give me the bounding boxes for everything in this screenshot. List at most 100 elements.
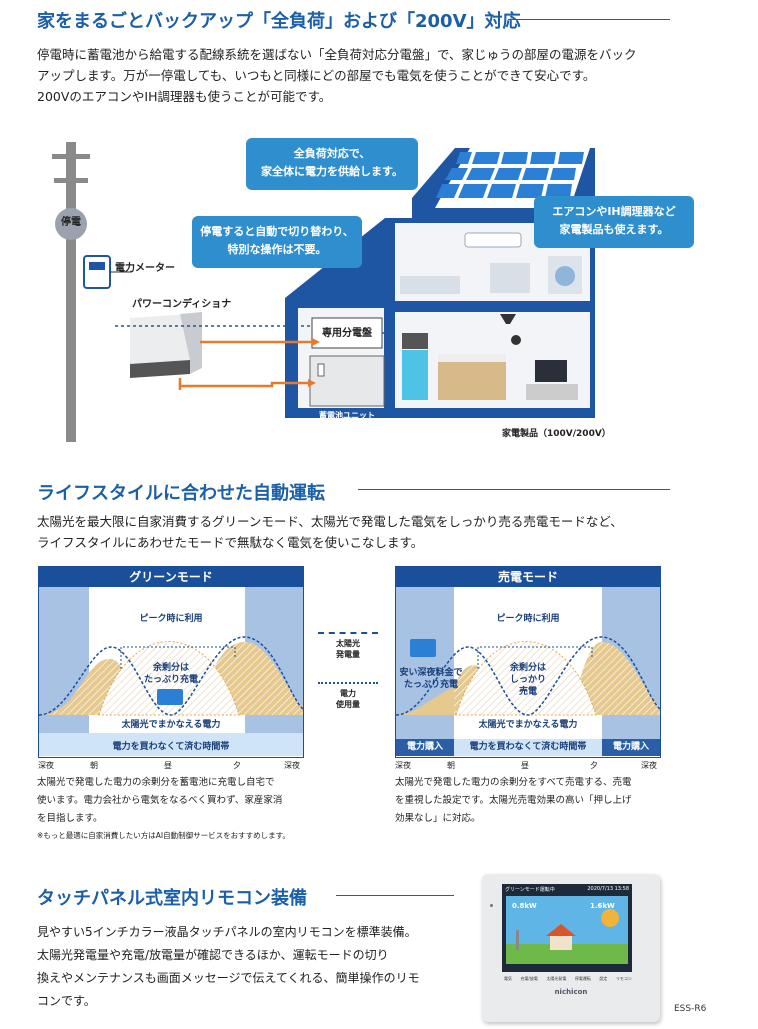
section1-line: 停電時に蓄電池から給電する配線系統を選ばない「全負荷対応分電盤」で、家じゅうの部… — [37, 47, 637, 62]
remote-screen: グリーンモード運転中 2020/7/13 13:58 0.8kW 1.6kW — [502, 884, 632, 972]
sell-desc-line: を重視した設定です。太陽光売電効果の高い「押し上げ — [395, 795, 632, 806]
sell-surplus-label: 余剰分は しっかり 売電 — [496, 662, 560, 698]
remote-button[interactable]: 停電運転 — [574, 976, 591, 981]
remote-house-icon — [506, 909, 628, 964]
sell-mode-panel: 売電モード ピーク時に利用 安い深夜料金で たっぷり充電 余剰分は しっかり 売… — [395, 566, 661, 758]
legend-usage-line — [318, 682, 378, 684]
green-mode-header: グリーンモード — [39, 567, 303, 587]
sell-bar-right: 電力購入 — [602, 739, 660, 756]
bubble-full-load-line: 全負荷対応で、 — [293, 147, 371, 160]
house-illustration — [52, 142, 595, 442]
sell-time: 昼 — [521, 761, 529, 770]
green-time: 昼 — [164, 761, 172, 770]
section3-body: 見やすい5インチカラー液晶タッチパネルの室内リモコンを標準装備。 太陽光発電量や… — [37, 921, 477, 1013]
meter-label: 電力メーター — [115, 263, 175, 274]
section2-line: 太陽光を最大限に自家消費するグリーンモード、太陽光で発電した電気をしっかり売る売… — [37, 514, 623, 529]
legend-solar: 太陽光 発電量 — [318, 638, 378, 660]
section2-body: 太陽光を最大限に自家消費するグリーンモード、太陽光で発電した電気をしっかり売る売… — [37, 511, 727, 553]
green-desc-line: 太陽光で発電した電力の余剰分を蓄電池に充電し自宅で — [37, 777, 275, 788]
bubble-switch-line: 特別な操作は不要。 — [227, 243, 327, 256]
remote-button[interactable]: 電気 — [504, 976, 512, 981]
legend-solar-text: 発電量 — [336, 650, 360, 659]
remote-screen-title: グリーンモード運転中 — [505, 887, 555, 893]
green-mode-chart — [39, 587, 303, 739]
sell-bar-left: 電力購入 — [396, 739, 454, 756]
remote-screen-display: 0.8kW 1.6kW — [506, 896, 628, 964]
section2-line: ライフスタイルにあわせたモードで無駄なく電気を使いこなします。 — [37, 535, 424, 550]
remote-button[interactable]: リモコン — [615, 976, 632, 981]
outage-label: 停電 — [61, 217, 81, 228]
sell-mode-header: 売電モード — [396, 567, 660, 587]
legend: 太陽光 発電量 電力 使用量 — [318, 632, 388, 710]
sell-time: 夕 — [590, 761, 598, 770]
section2-title: ライフスタイルに合わせた自動運転 — [37, 483, 325, 504]
section1-title: 家をまるごとバックアップ「全負荷」および「200V」対応 — [37, 11, 521, 32]
sell-time: 朝 — [447, 761, 455, 770]
legend-usage-text: 電力 — [340, 689, 356, 698]
bubble-appliances: エアコンやIH調理器など 家電製品も使えます。 — [534, 196, 694, 248]
sell-night-charge-line: たっぷり充電 — [403, 680, 458, 690]
green-desc: 太陽光で発電した電力の余剰分を蓄電池に充電し自宅で 使います。電力会社から電気を… — [37, 774, 317, 828]
bubble-full-load-line: 家全体に電力を供給します。 — [261, 165, 403, 178]
section3-title: タッチパネル式室内リモコン装備 — [37, 888, 307, 909]
green-mode-panel: グリーンモード ピーク時に利用 余剰分は たっぷり充電 太陽光でまかなえる電力 … — [38, 566, 304, 758]
green-surplus-line: たっぷり充電 — [143, 675, 198, 685]
remote-gen-value: 0.8kW — [512, 902, 537, 910]
section1-body: 停電時に蓄電池から給電する配線系統を選ばない「全負荷対応分電盤」で、家じゅうの部… — [37, 44, 727, 107]
green-time: 深夜 — [284, 761, 300, 770]
appliances-label: 家電製品（100V/200V） — [502, 429, 611, 439]
green-note: ※もっと最適に自家消費したい方はAI自動制御サービスをおすすめします。 — [37, 831, 290, 840]
remote-button[interactable]: 充電/放電 — [520, 976, 538, 981]
section3-line: 太陽光発電量や充電/放電量が確認できるほか、運転モードの切り — [37, 948, 389, 962]
green-peak-label: ピーク時に利用 — [139, 614, 203, 624]
green-covered-label: 太陽光でまかなえる電力 — [121, 720, 221, 730]
section1-rule — [508, 19, 670, 20]
section1-line: 200VのエアコンやIH調理器も使うことが可能です。 — [37, 89, 332, 104]
section3-rule — [336, 895, 454, 896]
model-label: ESS-R6 — [674, 1004, 707, 1014]
legend-solar-line — [318, 632, 378, 634]
section3-line: コンです。 — [37, 994, 96, 1008]
remote-screen-date: 2020/7/13 13:58 — [587, 886, 629, 892]
legend-usage: 電力 使用量 — [318, 688, 378, 710]
sell-desc: 太陽光で発電した電力の余剰分をすべて売電する、売電 を重視した設定です。太陽光売… — [395, 774, 675, 828]
green-time: 深夜 — [38, 761, 54, 770]
bubble-switch: 停電すると自動で切り替わり、 特別な操作は不要。 — [192, 216, 362, 268]
remote-controller: グリーンモード運転中 2020/7/13 13:58 0.8kW 1.6kW 電… — [482, 874, 660, 1022]
bubble-switch-line: 停電すると自動で切り替わり、 — [200, 225, 354, 238]
green-times: 深夜 朝 昼 夕 深夜 — [38, 760, 304, 772]
remote-button[interactable]: 太陽光発電 — [546, 976, 567, 981]
section2-rule — [358, 489, 670, 490]
sell-desc-line: 太陽光で発電した電力の余剰分をすべて売電する、売電 — [395, 777, 632, 788]
section3-line: 換えやメンテナンスも画面メッセージで伝えてくれる、簡単操作のリモ — [37, 971, 420, 985]
sell-time: 深夜 — [395, 761, 411, 770]
section3-line: 見やすい5インチカラー液晶タッチパネルの室内リモコンを標準装備。 — [37, 925, 417, 939]
legend-solar-text: 太陽光 — [336, 639, 360, 648]
sell-desc-line: 効果なし」に対応。 — [395, 813, 481, 824]
remote-use-value: 1.6kW — [590, 902, 615, 910]
bubble-full-load: 全負荷対応で、 家全体に電力を供給します。 — [246, 138, 418, 190]
section1-line: アップします。万が一停電しても、いつもと同様にどの部屋でも電気を使うことができて… — [37, 68, 596, 83]
sell-bar-mid: 電力を買わなくて済む時間帯 — [454, 739, 602, 756]
remote-button-row: 電気 充電/放電 太陽光発電 停電運転 設定 リモコン — [504, 976, 632, 982]
remote-brand: nichicon — [554, 988, 588, 996]
sell-night-charge-line: 安い深夜料金で — [399, 668, 463, 678]
green-bar: 電力を買わなくて済む時間帯 — [39, 739, 303, 756]
sell-times: 深夜 朝 昼 夕 深夜 — [395, 760, 661, 772]
green-desc-line: 使います。電力会社から電気をなるべく買わず、家産家消 — [37, 795, 283, 806]
bubble-appliances-line: エアコンやIH調理器など — [552, 205, 676, 218]
battery-label: 蓄電池ユニット — [319, 411, 375, 420]
green-surplus-line: 余剰分は — [152, 663, 189, 673]
sell-time: 深夜 — [641, 761, 657, 770]
remote-led — [490, 904, 493, 907]
sell-surplus-line: しっかり — [509, 675, 546, 685]
green-time: 朝 — [90, 761, 98, 770]
remote-button[interactable]: 設定 — [599, 976, 608, 981]
green-desc-line: を目指します。 — [37, 813, 103, 824]
sell-mode-chart — [396, 587, 660, 739]
pcs-label: パワーコンディショナ — [132, 299, 232, 310]
sell-surplus-line: 売電 — [518, 687, 537, 697]
sell-surplus-line: 余剰分は — [509, 663, 546, 673]
sell-peak-label: ピーク時に利用 — [496, 614, 560, 624]
sell-night-charge: 安い深夜料金で たっぷり充電 — [396, 667, 466, 691]
